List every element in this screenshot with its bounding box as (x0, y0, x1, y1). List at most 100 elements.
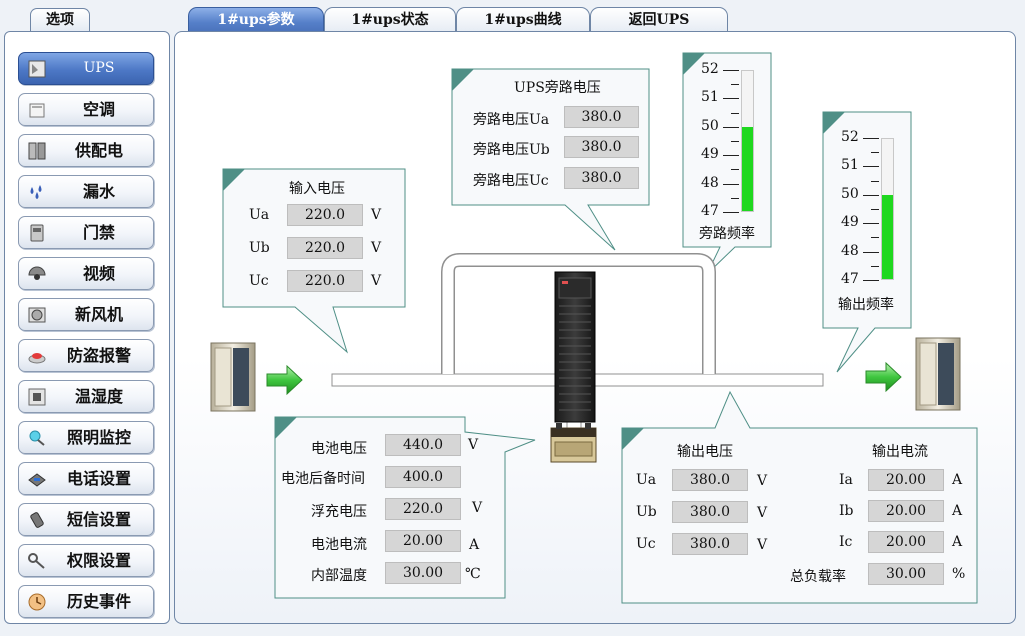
battery-current-label: 电池电流 (311, 537, 367, 553)
output-voltage-title: 输出电压 (677, 444, 733, 460)
output-frequency-tick (863, 138, 879, 139)
bypass-frequency-minor-tick (731, 141, 739, 142)
output-ub-unit: V (757, 505, 768, 521)
sidebar-item-burglar-alarm[interactable]: 防盗报警 (18, 339, 154, 372)
bypass-frequency-tick-label: 51 (701, 89, 719, 106)
telephone-icon (28, 473, 46, 487)
tab-options[interactable]: 选项 (30, 8, 90, 32)
output-frequency-tick-label: 47 (841, 271, 859, 287)
output-frequency-tick-label: 48 (841, 242, 859, 259)
sidebar-item-label: 照明监控 (66, 428, 131, 447)
total-load-rate-value: 30.00 (868, 563, 944, 585)
air-conditioner-icon (29, 103, 45, 118)
key-icon (28, 553, 45, 569)
sidebar-item-phone-settings[interactable]: 电话设置 (18, 462, 154, 495)
bypass-frequency-tick (723, 183, 739, 185)
output-ua-unit: V (757, 473, 768, 489)
bypass-ua-value: 380.0 (564, 106, 639, 128)
sidebar-item-fresh-air[interactable]: 新风机 (18, 298, 154, 331)
internal-temperature-value: 30.00 (385, 562, 461, 584)
main-panel: 输入电压 Ua 220.0 V Ub 220.0 V Uc 220.0 V UP… (174, 31, 1016, 624)
ups-icon (28, 60, 46, 78)
bypass-frequency-tick (723, 98, 739, 100)
sidebar-item-permission-settings[interactable]: 权限设置 (18, 544, 154, 577)
output-ic-value: 20.00 (868, 531, 944, 553)
lamp-icon (29, 430, 45, 446)
bypass-frequency-tick (723, 70, 739, 71)
sidebar-item-label: 供配电 (74, 141, 123, 160)
tab-ups-curve[interactable]: 1#ups曲线 (456, 7, 590, 32)
bypass-frequency-tick (723, 126, 739, 128)
battery-voltage-label: 电池电压 (311, 441, 367, 457)
input-uc-label: Uc (249, 273, 269, 289)
clock-icon (28, 593, 46, 611)
sidebar-item-ups[interactable]: UPS (18, 52, 154, 85)
sidebar-item-power-distribution[interactable]: 供配电 (18, 134, 154, 167)
total-load-rate-label: 总负载率 (790, 569, 846, 585)
float-charge-voltage-unit: V (472, 500, 483, 516)
sidebar-item-label: 短信设置 (66, 510, 131, 529)
tab-return-ups[interactable]: 返回UPS (590, 7, 728, 32)
output-frequency-track (881, 138, 894, 280)
output-flow-arrow (865, 361, 902, 393)
sidebar-item-history-events[interactable]: 历史事件 (18, 585, 154, 618)
bypass-frequency-title: 旁路频率 (699, 226, 755, 242)
tab-ups-status[interactable]: 1#ups状态 (324, 7, 456, 32)
output-frequency-title: 输出频率 (838, 297, 894, 313)
input-ub-label: Ub (249, 240, 270, 256)
sidebar-item-access-control[interactable]: 门禁 (18, 216, 154, 249)
bypass-frequency-minor-tick (731, 112, 739, 114)
float-charge-voltage-value: 220.0 (385, 498, 461, 520)
output-ic-unit: A (952, 534, 963, 550)
input-ua-value: 220.0 (287, 204, 363, 226)
sidebar-item-lighting[interactable]: 照明监控 (18, 421, 154, 454)
output-frequency-tick-label: 51 (841, 157, 859, 174)
output-ib-unit: A (952, 503, 963, 519)
sidebar-item-label: UPS (83, 60, 115, 76)
output-frequency-tick (863, 280, 879, 281)
sidebar-item-label: 温湿度 (74, 387, 123, 406)
sidebar-item-label: 防盗报警 (66, 346, 131, 365)
sidebar-item-label: 新风机 (74, 305, 123, 324)
input-flow-arrow (266, 364, 303, 396)
bypass-frequency-track (741, 70, 754, 212)
ups-tower-image (554, 271, 596, 423)
sidebar-item-temperature-humidity[interactable]: 温湿度 (18, 380, 154, 413)
water-drop-icon (30, 185, 42, 199)
sidebar-item-water-leak[interactable]: 漏水 (18, 175, 154, 208)
output-frequency-callout (822, 111, 912, 373)
sidebar-item-sms-settings[interactable]: 短信设置 (18, 503, 154, 536)
thermometer-box-icon (28, 388, 46, 406)
output-ub-label: Ub (636, 504, 657, 520)
bypass-uc-value: 380.0 (564, 167, 639, 189)
bypass-frequency-minor-tick (731, 197, 739, 199)
bypass-frequency-tick-label: 50 (701, 117, 719, 134)
tab-ups-params[interactable]: 1#ups参数 (188, 7, 324, 32)
output-ic-label: Ic (839, 534, 853, 550)
sidebar-item-video[interactable]: 视频 (18, 257, 154, 290)
output-uc-label: Uc (636, 536, 656, 552)
card-reader-icon (30, 224, 44, 242)
output-frequency-minor-tick (871, 265, 879, 267)
input-voltage-title: 输入电压 (289, 181, 345, 197)
bypass-ua-label: 旁路电压Ua (473, 112, 550, 128)
sidebar-item-label: 空调 (82, 100, 115, 119)
output-ib-label: Ib (839, 503, 854, 519)
input-ua-label: Ua (249, 207, 270, 223)
bypass-frequency-tick-label: 52 (701, 61, 719, 77)
output-frequency-minor-tick (871, 237, 879, 239)
input-cabinet-image (210, 342, 256, 412)
battery-current-value: 20.00 (385, 530, 461, 552)
output-frequency-minor-tick (871, 209, 879, 210)
internal-temperature-label: 内部温度 (311, 568, 367, 584)
output-cabinet-image (915, 337, 961, 411)
sidebar-item-air-conditioning[interactable]: 空调 (18, 93, 154, 126)
input-ub-value: 220.0 (287, 237, 363, 259)
output-ia-label: Ia (839, 472, 853, 488)
bypass-voltage-title: UPS旁路电压 (514, 80, 601, 96)
battery-current-unit: A (469, 537, 480, 553)
input-ub-unit: V (371, 240, 382, 256)
bypass-frequency-tick-label: 47 (701, 203, 719, 219)
bypass-ub-value: 380.0 (564, 136, 639, 158)
total-load-rate-unit: % (952, 566, 966, 582)
